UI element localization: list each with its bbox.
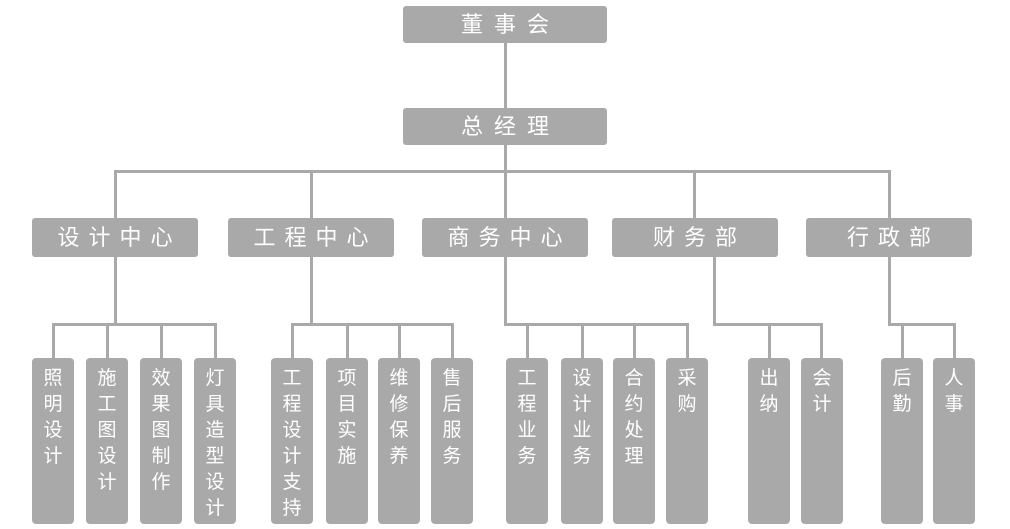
org-node-leaf: 效果图制作 bbox=[140, 358, 182, 524]
connector-stem-engineering bbox=[310, 257, 313, 326]
connector-leaf-drop bbox=[581, 323, 584, 358]
connector-bus-business bbox=[504, 323, 689, 326]
connector-leaf-drop bbox=[820, 323, 823, 358]
connector-leaf-drop bbox=[526, 323, 529, 358]
org-node-board: 董事会 bbox=[403, 6, 607, 43]
org-node-leaf: 后勤 bbox=[881, 358, 923, 524]
org-node-dept-finance: 财务部 bbox=[612, 218, 778, 257]
org-node-leaf: 工程设计支持 bbox=[271, 358, 313, 524]
org-node-leaf: 合约处理 bbox=[613, 358, 655, 524]
org-node-leaf: 项目实施 bbox=[326, 358, 368, 524]
connector-stem-business bbox=[504, 257, 507, 326]
connector-leaf-drop bbox=[768, 323, 771, 358]
connector-bus-design bbox=[52, 323, 217, 326]
org-node-leaf: 人事 bbox=[933, 358, 975, 524]
connector-stem-admin bbox=[888, 257, 891, 326]
org-node-leaf: 售后服务 bbox=[431, 358, 473, 524]
connector-leaf-drop bbox=[346, 323, 349, 358]
connector-leaf-drop bbox=[686, 323, 689, 358]
org-node-leaf: 设计业务 bbox=[561, 358, 603, 524]
org-node-dept-design: 设计中心 bbox=[32, 218, 198, 257]
org-node-leaf: 照明设计 bbox=[32, 358, 74, 524]
connector-root-gm bbox=[504, 43, 507, 109]
org-node-leaf: 会计 bbox=[801, 358, 843, 524]
org-node-leaf: 施工图设计 bbox=[86, 358, 128, 524]
org-node-general-manager: 总经理 bbox=[403, 108, 607, 145]
connector-stem-design bbox=[114, 257, 117, 326]
connector-stem-finance bbox=[713, 257, 716, 326]
connector-leaf-drop bbox=[291, 323, 294, 358]
org-node-leaf: 工程业务 bbox=[506, 358, 548, 524]
org-node-leaf: 维修保养 bbox=[378, 358, 420, 524]
connector-leaf-drop bbox=[398, 323, 401, 358]
connector-bus-engineering bbox=[291, 323, 454, 326]
connector-leaf-drop bbox=[214, 323, 217, 358]
connector-drop-design bbox=[114, 170, 117, 218]
connector-drop-business bbox=[504, 170, 507, 218]
org-node-leaf: 采购 bbox=[666, 358, 708, 524]
connector-drop-finance bbox=[693, 170, 696, 218]
connector-leaf-drop bbox=[160, 323, 163, 358]
connector-leaf-drop bbox=[901, 323, 904, 358]
org-node-dept-admin: 行政部 bbox=[806, 218, 972, 257]
connector-drop-engineering bbox=[310, 170, 313, 218]
org-node-leaf: 出纳 bbox=[748, 358, 790, 524]
org-node-dept-business: 商务中心 bbox=[422, 218, 588, 257]
connector-leaf-drop bbox=[633, 323, 636, 358]
connector-drop-admin bbox=[888, 170, 891, 218]
connector-leaf-drop bbox=[106, 323, 109, 358]
org-node-leaf: 灯具造型设计 bbox=[194, 358, 236, 524]
org-node-dept-engineering: 工程中心 bbox=[228, 218, 394, 257]
connector-leaf-drop bbox=[451, 323, 454, 358]
connector-leaf-drop bbox=[52, 323, 55, 358]
connector-bus-admin bbox=[888, 323, 956, 326]
connector-gm-stem bbox=[504, 145, 507, 171]
connector-leaf-drop bbox=[953, 323, 956, 358]
connector-l3-bus bbox=[114, 170, 891, 173]
